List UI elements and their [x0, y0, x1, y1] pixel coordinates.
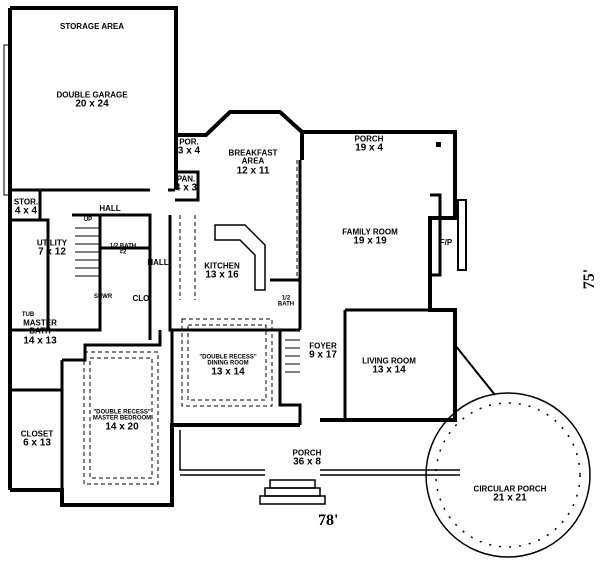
room-half-bath-2: 1/2 BATH #2	[109, 243, 137, 256]
room-porch-small: POR.3 x 4	[177, 137, 201, 157]
shower-label: SHWR	[93, 293, 113, 300]
room-pantry: PAN.4 x 3	[174, 174, 198, 194]
room-storage: STOR.4 x 4	[13, 197, 39, 217]
room-storage-area: STORAGE AREA	[59, 21, 125, 31]
room-hall: HALL	[99, 203, 121, 213]
depth-dimension: 75'	[581, 268, 599, 290]
fireplace: F/P	[439, 237, 453, 247]
room-closet-small: CLO.	[132, 293, 152, 303]
room-half-bath: 1/2 BATH	[277, 295, 295, 308]
tub-label: TUB	[21, 311, 35, 318]
width-dimension: 78'	[318, 512, 339, 529]
stair-up-label: UP	[83, 216, 93, 223]
room-hall-2: HALL	[147, 257, 169, 267]
